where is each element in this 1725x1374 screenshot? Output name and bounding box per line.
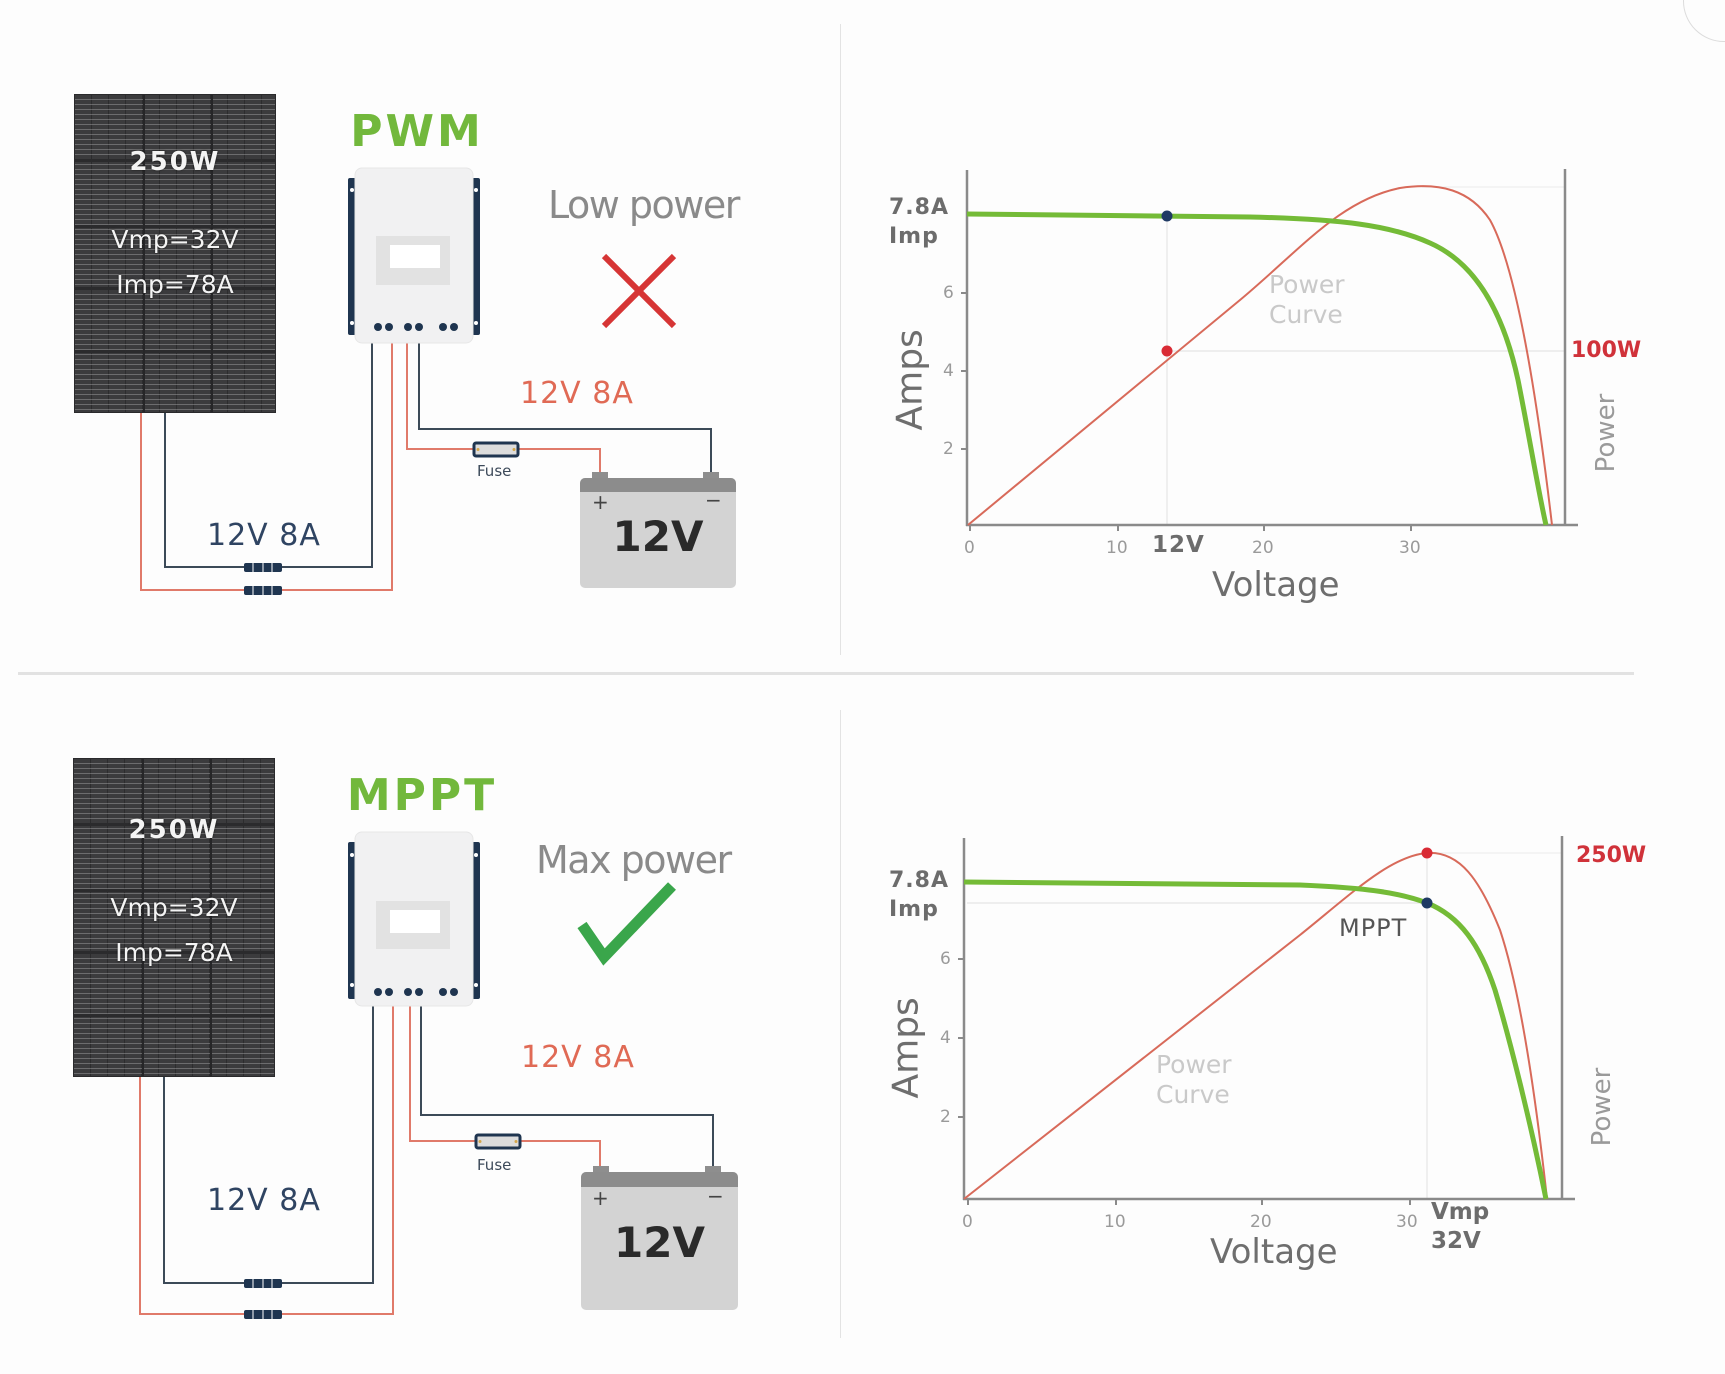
panel-vmp: Vmp=32V [111,225,239,254]
battery-plus: + [592,490,609,514]
battery-voltage: 12V [612,512,704,561]
y-tick-2: 2 [943,439,954,459]
operating-point-current [1161,210,1173,222]
mppt-power-point [1421,847,1433,859]
power-curve-annotation-2: Curve [1269,300,1343,329]
x-axis-title: Voltage [1210,1232,1338,1272]
vertical-divider-bottom [840,710,841,1338]
x-tick-0: 0 [962,1212,973,1232]
power-curve [967,185,1553,526]
connector-red [244,1310,282,1319]
x-tick-30: 30 [1399,538,1421,558]
operating-voltage-label: 12V [1152,532,1205,558]
x-tick-20: 20 [1252,538,1274,558]
status-text: Low power [548,183,740,227]
x-tick-20: 20 [1250,1212,1272,1232]
pwm-chart-plot [961,169,1578,531]
pwm-wiring [140,167,736,595]
x-tick-30: 30 [1396,1212,1418,1232]
fuse-icon [474,1133,522,1150]
power-curve-annotation-2: Curve [1156,1080,1230,1109]
mppt-current-point [1421,897,1433,909]
vertical-divider-top [840,24,841,655]
imp-value: 7.8A [889,868,949,893]
controller-title: MPPT [346,770,498,821]
battery-voltage: 12V [614,1218,705,1267]
imp-label: Imp [889,897,939,922]
x-axis-title: Voltage [1212,565,1340,605]
power-curve-annotation-1: Power [1156,1050,1232,1079]
iv-curve [963,879,1549,1200]
solar-panel: 250W Vmp=32V Imp=78A [73,758,275,1077]
battery-minus: − [705,488,722,512]
pwm-controller-icon [348,167,480,344]
power-value-label: 250W [1576,843,1647,868]
y-tick-2: 2 [940,1107,951,1127]
output-current-label: 12V 8A [520,376,634,411]
power-curve [963,851,1548,1200]
y-tick-4: 4 [940,1028,951,1048]
connector-dark [244,563,282,572]
input-current-label: 12V 8A [207,518,321,553]
panel-imp: Imp=78A [115,938,233,967]
panel-imp: Imp=78A [116,270,234,299]
y-tick-4: 4 [943,361,954,381]
y-tick-6: 6 [943,283,954,303]
vmp-label: Vmp [1431,1199,1490,1225]
imp-label: Imp [889,224,939,249]
y-axis-title: Amps [885,997,927,1099]
x-tick-10: 10 [1106,538,1128,558]
vmp-value: 32V [1431,1228,1481,1254]
fuse-label: Fuse [477,462,512,480]
x-tick-0: 0 [964,538,975,558]
operating-point-power [1161,345,1173,357]
fuse-icon [472,441,520,458]
mppt-controller-icon [348,831,480,1007]
input-current-label: 12V 8A [207,1183,321,1218]
imp-value: 7.8A [889,195,949,220]
status-text: Max power [536,838,732,882]
y-tick-6: 6 [940,949,951,969]
output-current-label: 12V 8A [521,1040,635,1075]
iv-curve [966,211,1549,526]
mppt-annotation: MPPT [1339,914,1408,942]
battery-plus: + [592,1186,609,1210]
power-value-label: 100W [1571,338,1642,363]
panel-vmp: Vmp=32V [110,893,238,922]
battery-icon [580,472,736,588]
battery-icon [581,1166,738,1310]
right-axis-title: Power [1587,1067,1617,1147]
controller-title: PWM [350,106,484,157]
connector-dark [244,1279,282,1288]
horizontal-divider [18,672,1634,675]
connector-red [244,586,282,595]
panel-wattage: 250W [128,815,220,845]
fuse-label: Fuse [477,1156,512,1174]
checkmark-icon [577,882,676,966]
solar-panel: 250W Vmp=32V Imp=78A [74,94,276,413]
panel-wattage: 250W [129,147,221,177]
power-curve-annotation-1: Power [1269,270,1345,299]
battery-minus: − [707,1184,724,1208]
x-tick-10: 10 [1104,1212,1126,1232]
cross-icon [601,253,677,329]
